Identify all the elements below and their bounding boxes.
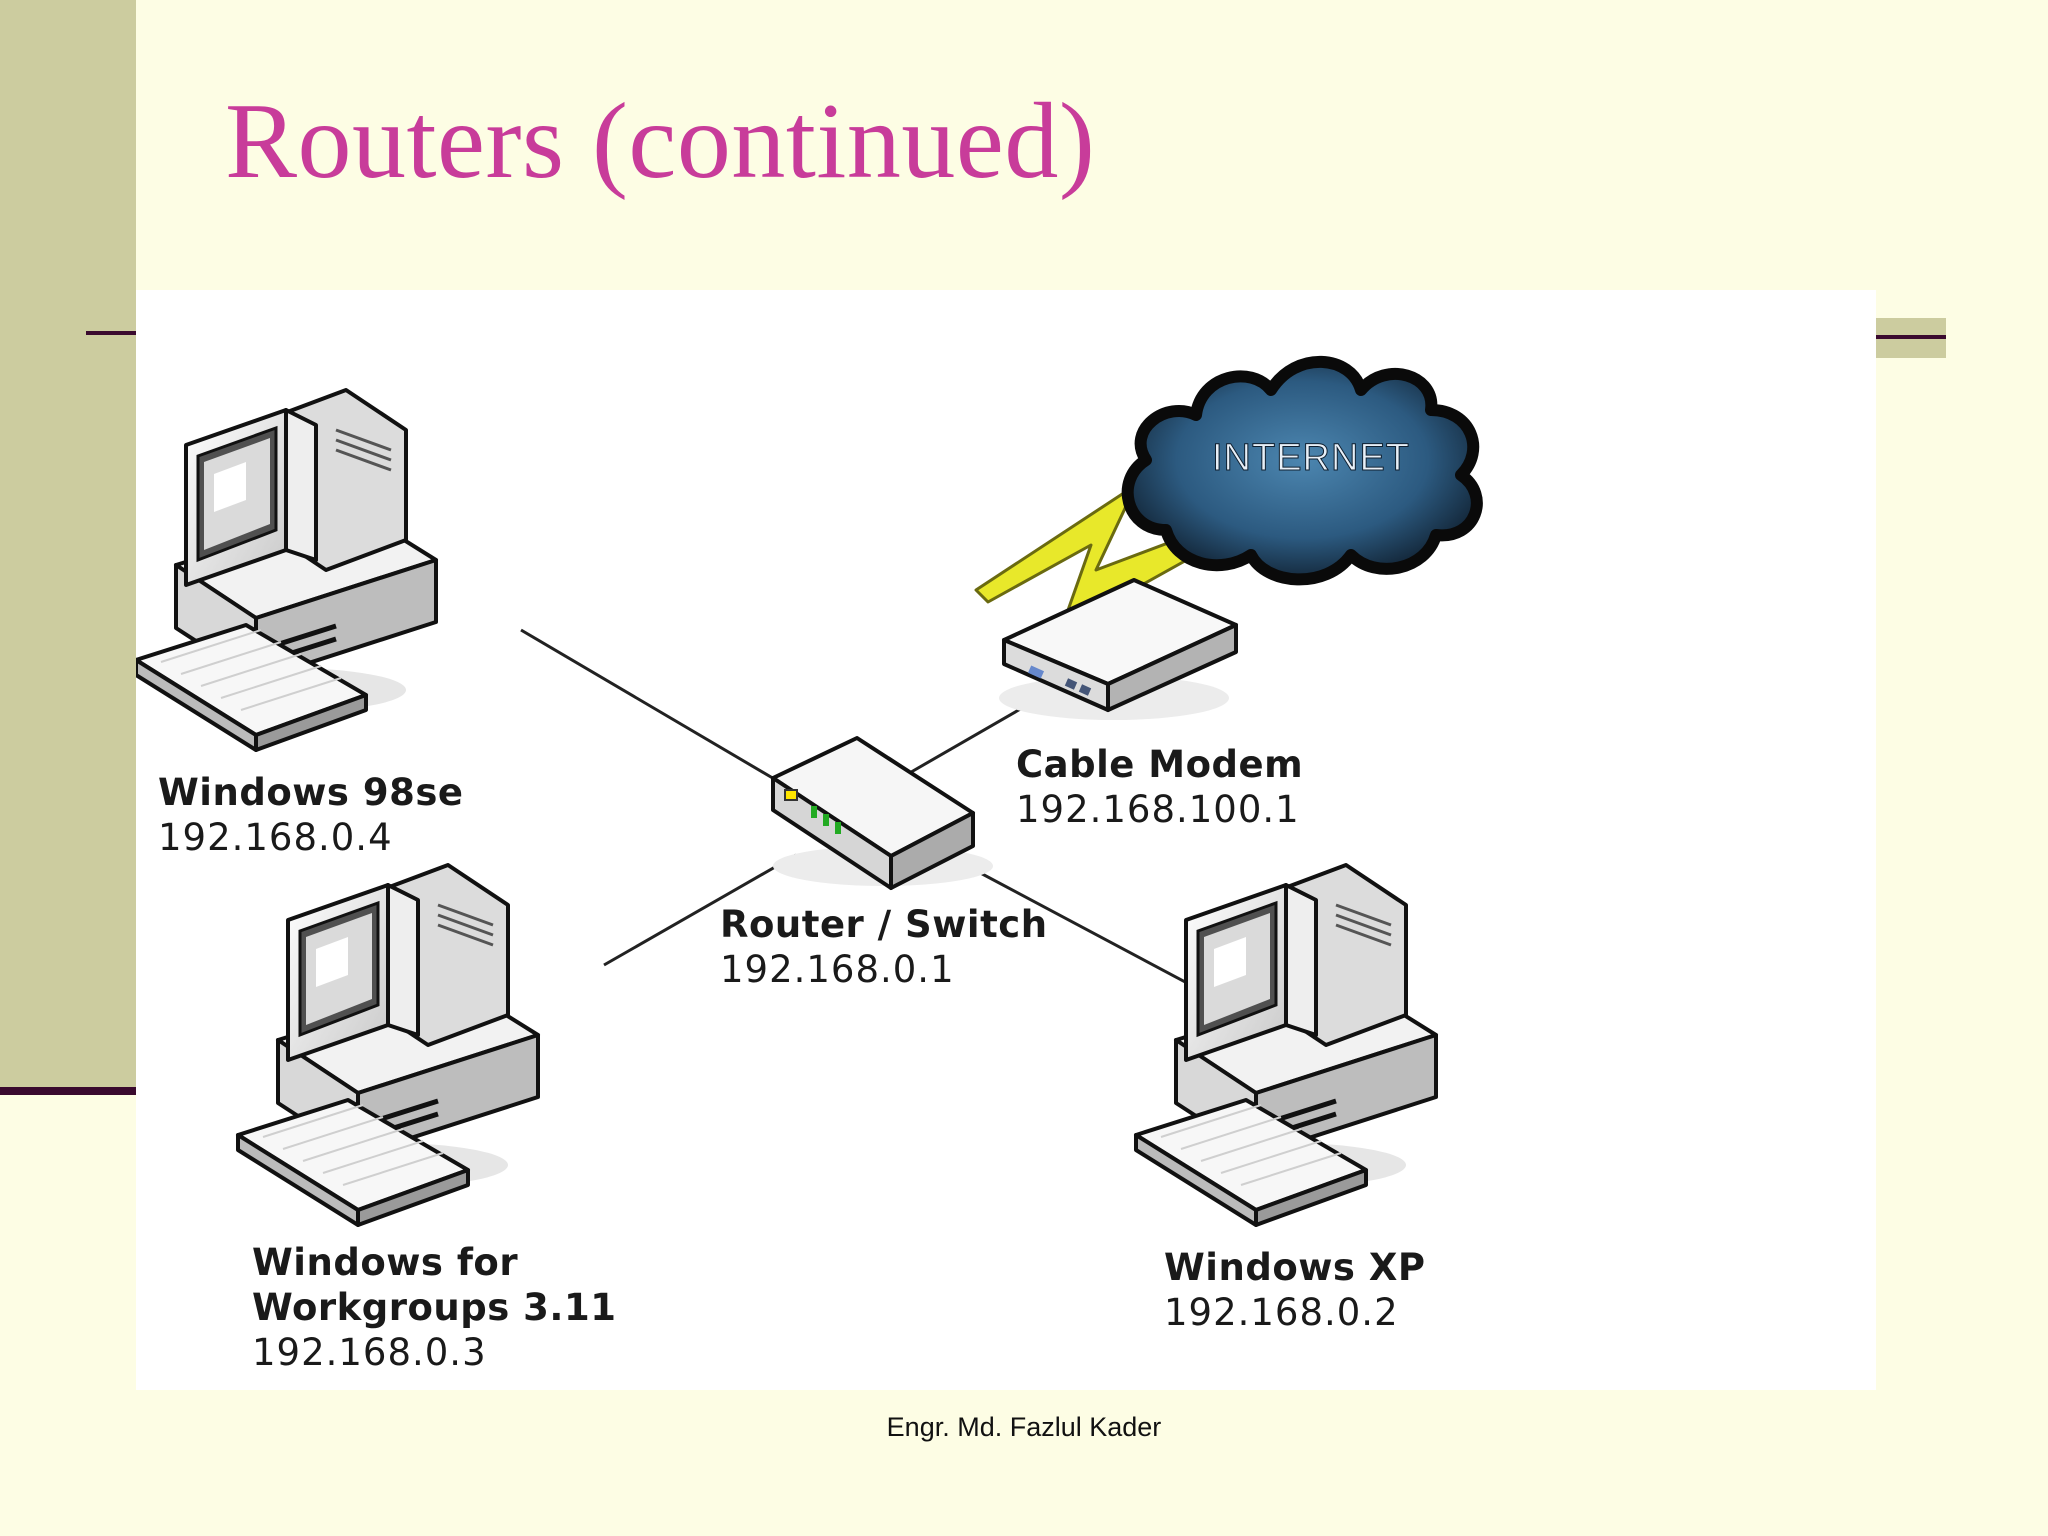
link-modem-router	[905, 698, 1037, 777]
node-label-router: Router / Switch 192.168.0.1	[720, 902, 1048, 992]
modem-ip: 192.168.100.1	[1016, 788, 1300, 832]
router-switch-icon	[771, 736, 993, 890]
internet-cloud-icon	[1121, 355, 1483, 586]
win98-name: Windows 98se	[158, 771, 464, 814]
wfw-ip: 192.168.0.3	[252, 1331, 487, 1375]
winxp-ip: 192.168.0.2	[1164, 1291, 1399, 1335]
internet-label: INTERNET	[1212, 437, 1410, 479]
link-wfw-router	[603, 853, 797, 967]
computer-wfw-icon	[238, 865, 538, 1225]
slide-footer: Engr. Md. Fazlul Kader	[886, 1412, 1162, 1442]
node-label-wfw: Windows for Workgroups 3.11 192.168.0.3	[252, 1240, 616, 1375]
slide-title: Routers (continued)	[225, 82, 1096, 201]
network-diagram: INTERNET Windows 98se 192.168.0.4	[136, 290, 1876, 1390]
title-rule-left	[86, 331, 140, 335]
router-name: Router / Switch	[720, 903, 1048, 946]
winxp-name: Windows XP	[1164, 1246, 1426, 1289]
title-rule-right	[1876, 335, 1946, 339]
sidebar-bottom-rule	[0, 1087, 136, 1095]
link-win98-router	[520, 628, 777, 782]
node-label-winxp: Windows XP 192.168.0.2	[1164, 1245, 1425, 1335]
wfw-name-line2: Workgroups 3.11	[252, 1286, 617, 1330]
computer-win98-icon	[136, 390, 436, 750]
node-label-modem: Cable Modem 192.168.100.1	[1016, 742, 1303, 832]
modem-name: Cable Modem	[1016, 743, 1304, 786]
network-diagram-svg: INTERNET	[136, 355, 1483, 1390]
router-ip: 192.168.0.1	[720, 948, 955, 992]
sidebar-band	[0, 0, 136, 1090]
computer-winxp-icon	[1136, 865, 1436, 1225]
cable-modem-icon	[999, 578, 1238, 720]
node-label-win98: Windows 98se 192.168.0.4	[158, 770, 463, 860]
wfw-name-line1: Windows for	[252, 1241, 519, 1284]
win98-ip: 192.168.0.4	[158, 816, 393, 860]
